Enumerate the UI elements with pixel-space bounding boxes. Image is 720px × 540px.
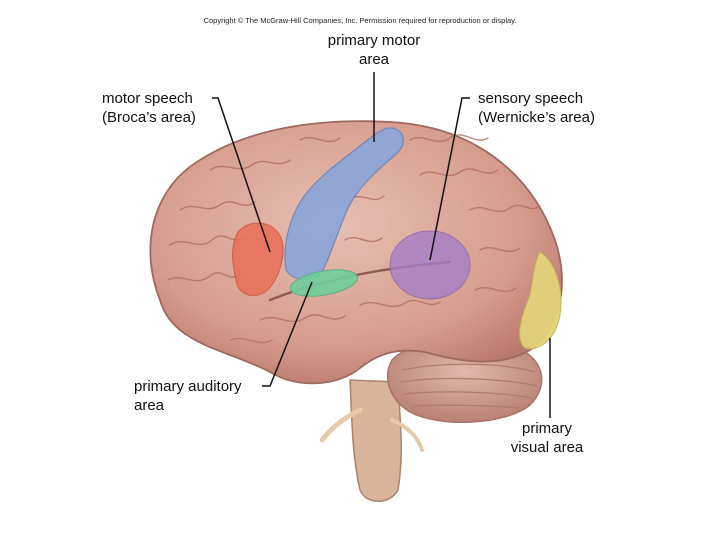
label-motor-speech: motor speech (Broca’s area) <box>102 89 196 127</box>
brainstem <box>349 379 402 502</box>
leader-primary-auditory <box>262 281 313 387</box>
brainstem-nerve <box>390 418 424 452</box>
primary-motor-area <box>284 127 404 280</box>
label-line: primary motor <box>327 32 421 49</box>
label-primary-auditory: primary auditory area <box>134 377 242 415</box>
brocas-area <box>232 222 284 296</box>
leader-sensory-speech <box>429 97 470 261</box>
label-line: visual area <box>510 439 584 456</box>
label-line: motor speech <box>102 90 193 107</box>
label-primary-motor-area: primary motor area <box>304 31 444 69</box>
label-line: (Broca’s area) <box>102 109 196 126</box>
primary-visual-area <box>518 251 562 350</box>
label-line: sensory speech <box>478 90 584 107</box>
brainstem-nerve <box>319 407 363 443</box>
cerebellum-folia <box>399 363 539 409</box>
label-line: area <box>358 51 390 68</box>
copyright-notice: Copyright © The McGraw-Hill Companies, I… <box>203 16 517 25</box>
label-line: primary <box>521 420 572 437</box>
primary-auditory-area <box>289 269 359 297</box>
label-sensory-speech: sensory speech (Wernicke’s area) <box>478 89 595 127</box>
label-line: area <box>134 397 165 414</box>
leader-lines <box>212 72 551 418</box>
label-primary-visual: primary visual area <box>497 419 597 457</box>
wernickes-area <box>389 230 471 300</box>
leader-motor-speech <box>212 97 271 253</box>
label-line: (Wernicke’s area) <box>478 109 595 126</box>
label-line: primary auditory <box>134 378 242 395</box>
